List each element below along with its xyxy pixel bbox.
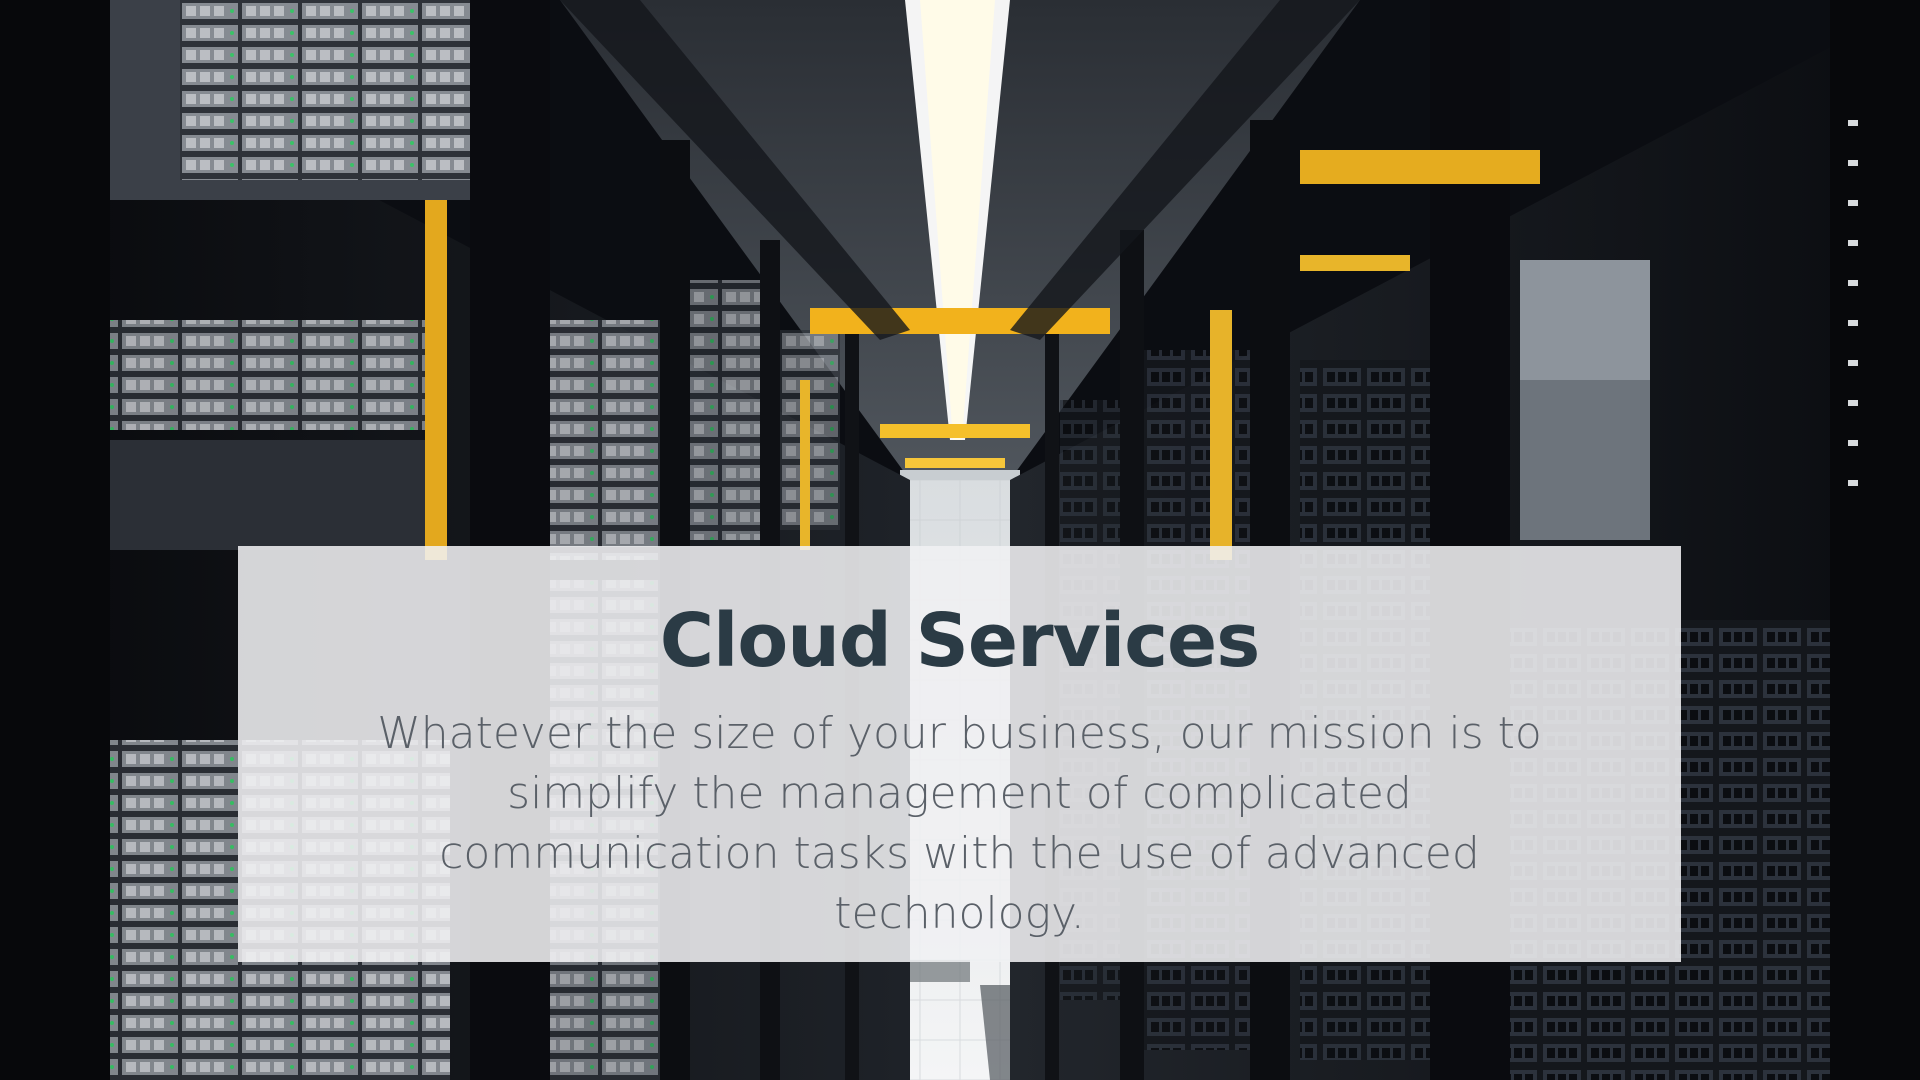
- hero-title: Cloud Services: [659, 598, 1261, 684]
- hero-description: Whatever the size of your business, our …: [377, 708, 1542, 939]
- hero-text-card: Cloud Services Whatever the size of your…: [238, 546, 1681, 962]
